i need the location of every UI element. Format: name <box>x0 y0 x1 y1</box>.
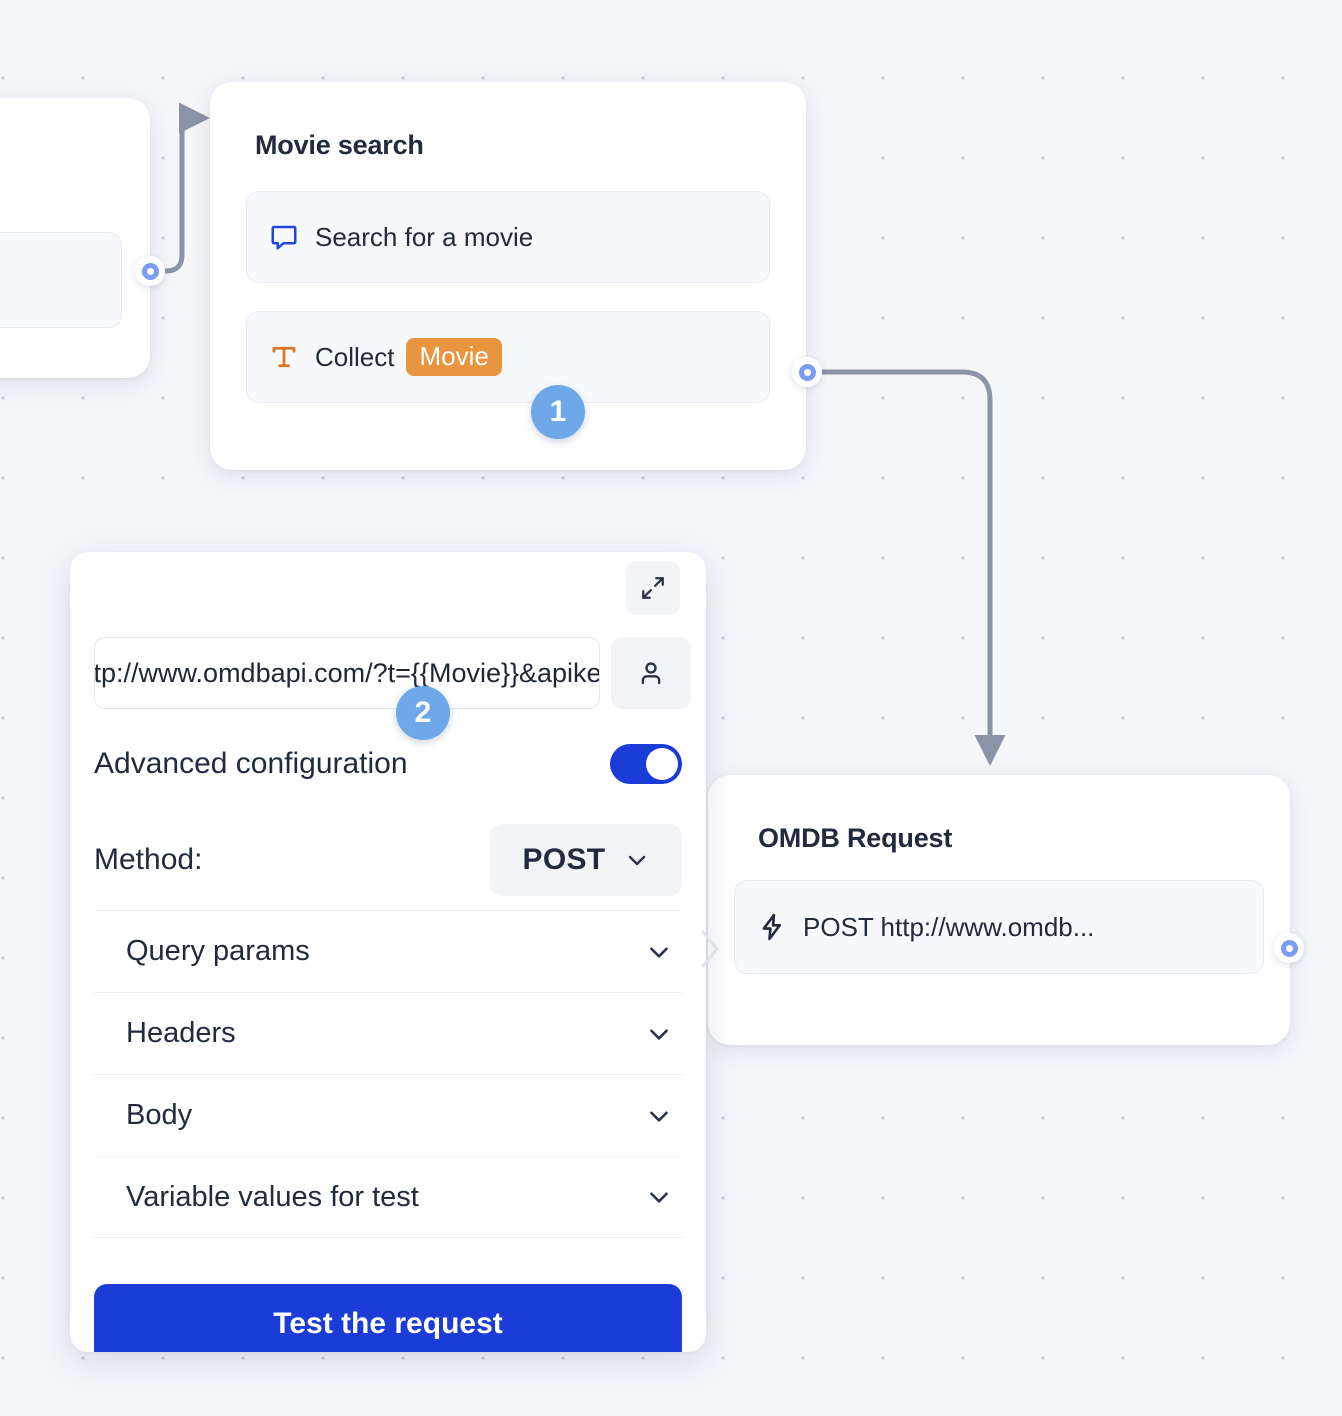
text-type-icon <box>269 342 299 372</box>
config-sections: Query params Headers Body <box>94 910 682 1238</box>
connector-port-omdb-output[interactable] <box>1274 933 1304 963</box>
partial-node-row[interactable] <box>0 232 122 328</box>
user-icon <box>636 658 666 688</box>
chevron-down-icon[interactable] <box>646 1184 672 1210</box>
section-headers[interactable]: Headers <box>94 992 682 1074</box>
advanced-configuration-label: Advanced configuration <box>94 747 408 780</box>
node-row-post-request[interactable]: POST http://www.omdb... <box>734 880 1264 974</box>
connector-port-left[interactable] <box>135 256 165 286</box>
expand-icon-button[interactable] <box>626 561 680 615</box>
node-card-movie-search[interactable]: Movie search Search for a movie <box>210 82 806 470</box>
collect-text: Collect <box>315 341 395 372</box>
test-the-request-button[interactable]: Test the request <box>94 1284 682 1352</box>
advanced-configuration-row: Advanced configuration <box>94 744 682 784</box>
method-select[interactable]: POST <box>490 824 682 896</box>
node-row-label: Search for a movie <box>315 221 534 252</box>
node-row-label-post: POST http://www.omdb... <box>803 911 1095 942</box>
section-query-params[interactable]: Query params <box>94 910 682 992</box>
chevron-down-icon <box>625 848 649 872</box>
edge-left-to-movie-search <box>147 102 211 274</box>
chevron-down-icon[interactable] <box>646 1021 672 1047</box>
toggle-knob <box>646 748 678 780</box>
expand-icon <box>640 575 666 601</box>
section-body[interactable]: Body <box>94 1074 682 1156</box>
section-label: Body <box>126 1099 193 1131</box>
url-row: http://www.omdbapi.com/?t={{Movie}}&apik… <box>94 637 691 709</box>
connector-port-movie-search-output[interactable] <box>792 357 822 387</box>
node-title-movie-search: Movie search <box>255 130 424 160</box>
lightning-bolt-icon <box>757 912 787 942</box>
edge-chevron-icon <box>700 928 722 970</box>
step-badge-1: 1 <box>531 385 585 439</box>
section-variable-values-for-test[interactable]: Variable values for test <box>94 1156 682 1238</box>
request-url-value: http://www.omdbapi.com/?t={{Movie}}&apik… <box>94 657 600 688</box>
chevron-down-icon[interactable] <box>646 939 672 965</box>
section-label: Query params <box>126 935 310 967</box>
variable-chip-movie[interactable]: Movie <box>406 338 502 376</box>
node-card-omdb-request[interactable]: OMDB Request POST http://www.omdb... <box>708 775 1290 1045</box>
section-label: Headers <box>126 1017 236 1049</box>
request-url-input[interactable]: http://www.omdbapi.com/?t={{Movie}}&apik… <box>94 637 600 709</box>
advanced-configuration-toggle[interactable] <box>610 744 682 784</box>
message-square-icon <box>269 222 299 252</box>
node-row-search-for-a-movie[interactable]: Search for a movie <box>246 191 770 283</box>
method-selected-value: POST <box>522 843 606 876</box>
node-title-omdb-request: OMDB Request <box>758 823 953 853</box>
step-badge-2: 2 <box>396 686 450 740</box>
node-row-collect-movie[interactable]: Collect Movie <box>246 311 770 403</box>
edge-movie-search-to-omdb <box>819 369 1006 767</box>
method-label: Method: <box>94 843 203 876</box>
method-row: Method: POST <box>94 824 682 896</box>
request-config-panel[interactable]: http://www.omdbapi.com/?t={{Movie}}&apik… <box>70 552 706 1352</box>
section-label: Variable values for test <box>126 1180 419 1213</box>
node-row-label-collect: Collect Movie <box>315 338 502 376</box>
partial-node-card[interactable] <box>0 98 150 378</box>
user-icon-button[interactable] <box>611 637 691 709</box>
chevron-down-icon[interactable] <box>646 1103 672 1129</box>
